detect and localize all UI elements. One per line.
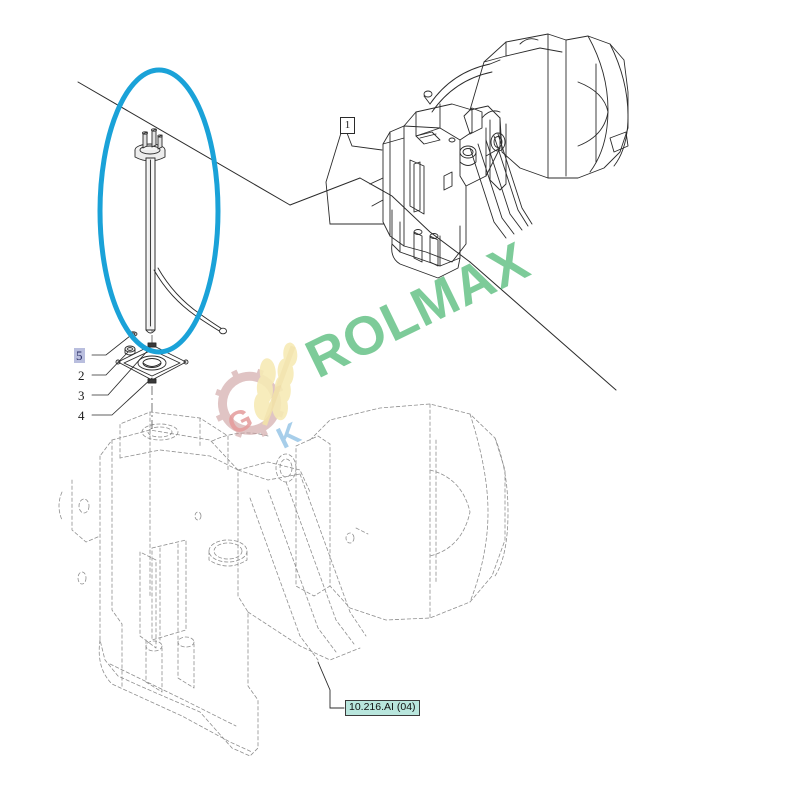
gasket-flange-group bbox=[115, 331, 189, 384]
callout-box-1[interactable]: 1 bbox=[340, 117, 355, 134]
highlight-ellipse bbox=[97, 67, 221, 355]
section-break-line bbox=[77, 81, 617, 391]
gear-icon bbox=[215, 368, 284, 438]
watermark-letter-k: K bbox=[272, 416, 306, 455]
item-callout-leaders bbox=[91, 335, 153, 416]
reference-link-box[interactable]: 10.216.AI (04) bbox=[345, 700, 420, 717]
callout-item-3[interactable]: 3 bbox=[78, 388, 85, 403]
callout-item-5[interactable]: 5 bbox=[74, 348, 85, 363]
dipstick-sensor-part bbox=[134, 128, 227, 335]
rolmax-watermark: ROLMAX G K bbox=[215, 231, 539, 456]
callout-item-4[interactable]: 4 bbox=[78, 408, 85, 423]
assembly-callout-leaders bbox=[325, 132, 385, 225]
upper-transmission-assembly bbox=[369, 33, 629, 279]
callout-item-2[interactable]: 2 bbox=[78, 368, 85, 383]
reference-leader bbox=[317, 661, 345, 709]
lower-housing-phantom bbox=[58, 403, 509, 757]
watermark-text: ROLMAX bbox=[297, 231, 539, 390]
wheat-icon bbox=[253, 342, 298, 426]
